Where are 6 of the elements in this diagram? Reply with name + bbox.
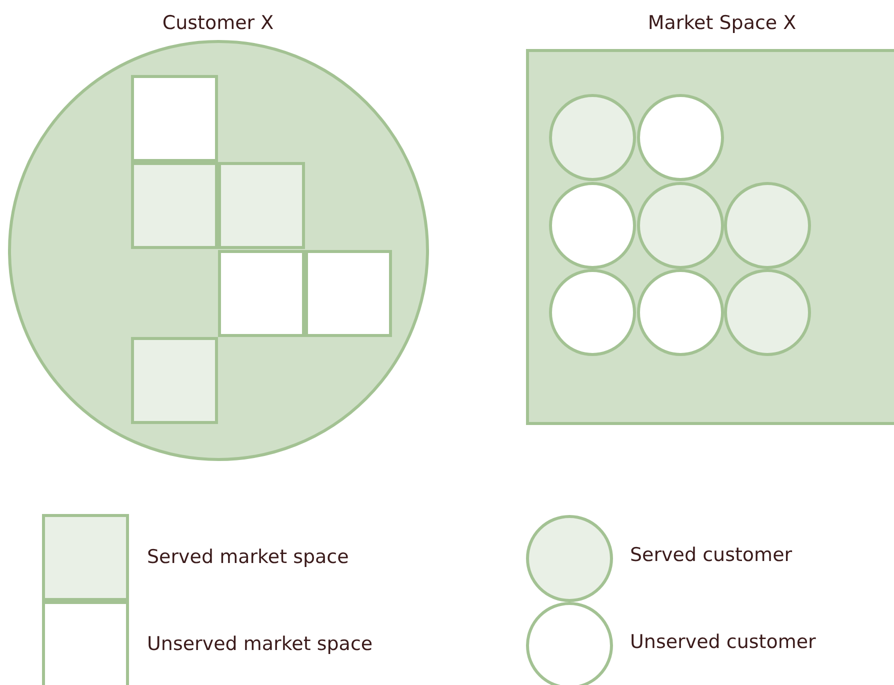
legend-label: Unserved customer	[630, 631, 816, 653]
legend-label: Served market space	[147, 546, 349, 568]
panel-heading: Customer X	[162, 12, 274, 34]
legend-label: Unserved market space	[147, 633, 373, 655]
panel-heading: Market Space X	[648, 12, 796, 34]
legend-label: Served customer	[630, 544, 792, 566]
